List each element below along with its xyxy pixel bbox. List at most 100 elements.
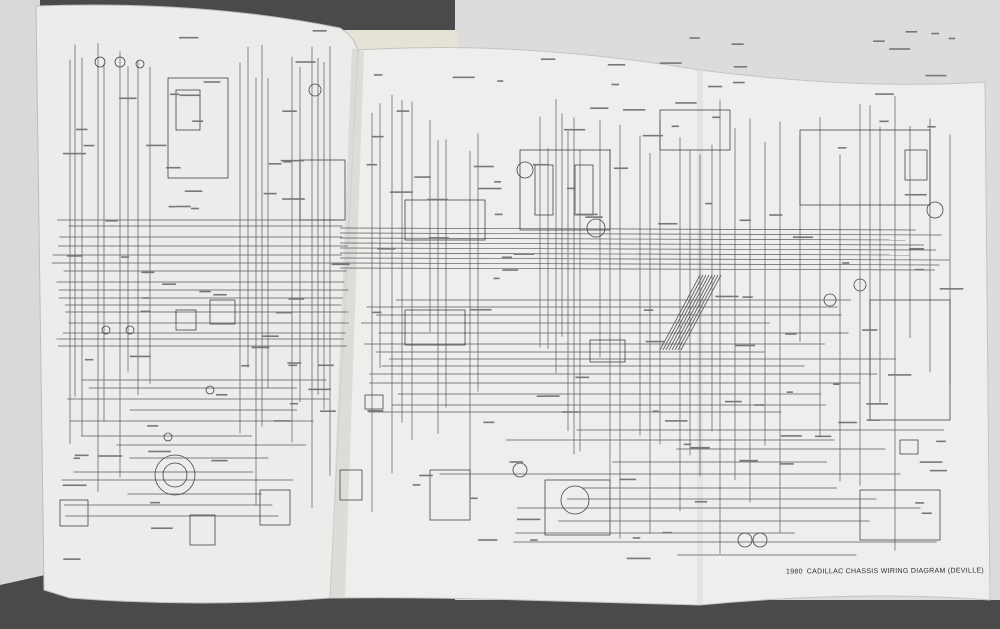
label-mark [689, 37, 700, 39]
label-mark [645, 340, 666, 343]
label-mark [317, 364, 334, 367]
label-mark [607, 63, 626, 66]
label-mark [119, 97, 137, 100]
label-mark [739, 459, 758, 462]
component-circle [135, 59, 145, 69]
label-mark [611, 83, 620, 86]
label-mark [613, 167, 628, 170]
label-mark [170, 93, 180, 96]
label-mark [585, 216, 603, 218]
label-mark [683, 443, 692, 446]
label-mark [874, 93, 894, 95]
label-mark [632, 537, 641, 539]
label-mark [543, 395, 560, 397]
label-mark [662, 531, 672, 534]
label-mark [83, 144, 95, 147]
label-mark [142, 297, 149, 299]
label-mark [282, 110, 297, 112]
label-mark [199, 290, 211, 293]
label-mark [478, 539, 498, 541]
label-mark [908, 247, 924, 250]
left-page [35, 4, 359, 604]
label-mark [921, 512, 932, 515]
wire [671, 274, 713, 351]
label-mark [675, 102, 697, 104]
label-mark [66, 255, 83, 257]
label-mark [739, 219, 751, 222]
label-mark [331, 263, 350, 266]
label-mark [282, 198, 305, 200]
component-box [429, 469, 471, 521]
wire [339, 242, 925, 246]
label-mark [889, 48, 911, 50]
label-mark [312, 30, 327, 32]
component-box [899, 439, 919, 455]
label-mark [73, 457, 80, 460]
label-mark [731, 43, 744, 45]
label-mark [866, 419, 880, 421]
label-mark [939, 288, 964, 290]
component-box [189, 514, 216, 546]
label-mark [261, 335, 279, 338]
label-mark [887, 374, 912, 376]
label-mark [308, 388, 331, 391]
label-mark [652, 410, 659, 413]
label-mark [707, 85, 723, 88]
label-mark [516, 518, 541, 521]
component-circle [516, 161, 534, 179]
label-mark [203, 81, 221, 83]
component-box [339, 469, 363, 501]
label-mark [575, 376, 590, 379]
label-mark [914, 268, 925, 271]
label-mark [184, 190, 203, 192]
label-mark [735, 344, 755, 347]
label-mark [275, 311, 293, 314]
label-mark [452, 76, 475, 79]
label-mark [705, 202, 712, 205]
label-mark [742, 296, 753, 298]
component-box [904, 149, 928, 181]
label-mark [63, 152, 87, 155]
label-mark [414, 176, 431, 178]
label-mark [367, 410, 384, 412]
wire [339, 232, 942, 236]
label-mark [473, 165, 494, 168]
label-mark [724, 400, 742, 403]
label-mark [140, 310, 151, 313]
label-mark [576, 213, 598, 216]
component-symbols [59, 56, 951, 548]
component-circle [308, 83, 322, 97]
label-mark [502, 269, 519, 271]
label-mark [780, 435, 802, 437]
label-mark [288, 364, 298, 367]
label-mark [129, 355, 151, 358]
label-mark [658, 222, 678, 225]
label-mark [146, 144, 167, 147]
label-mark [694, 500, 708, 503]
label-mark [561, 411, 581, 413]
component-box [175, 89, 201, 131]
label-mark [540, 58, 556, 61]
component-circle [125, 325, 135, 335]
component-circle [737, 532, 753, 548]
label-mark [166, 166, 181, 169]
component-box [209, 299, 236, 325]
component-circle [823, 293, 837, 307]
label-mark [213, 293, 227, 296]
wire [665, 274, 707, 351]
label-mark [590, 107, 609, 110]
component-box [544, 479, 611, 536]
label-mark [536, 395, 545, 398]
label-mark [509, 461, 524, 463]
wire [668, 274, 710, 351]
component-circle [162, 462, 188, 488]
wire [339, 227, 916, 231]
label-mark [121, 256, 130, 258]
component-box [175, 309, 197, 331]
wire [662, 274, 704, 351]
label-mark [732, 81, 745, 84]
label-mark [84, 358, 94, 361]
label-mark [904, 193, 927, 196]
component-circle [560, 485, 590, 515]
